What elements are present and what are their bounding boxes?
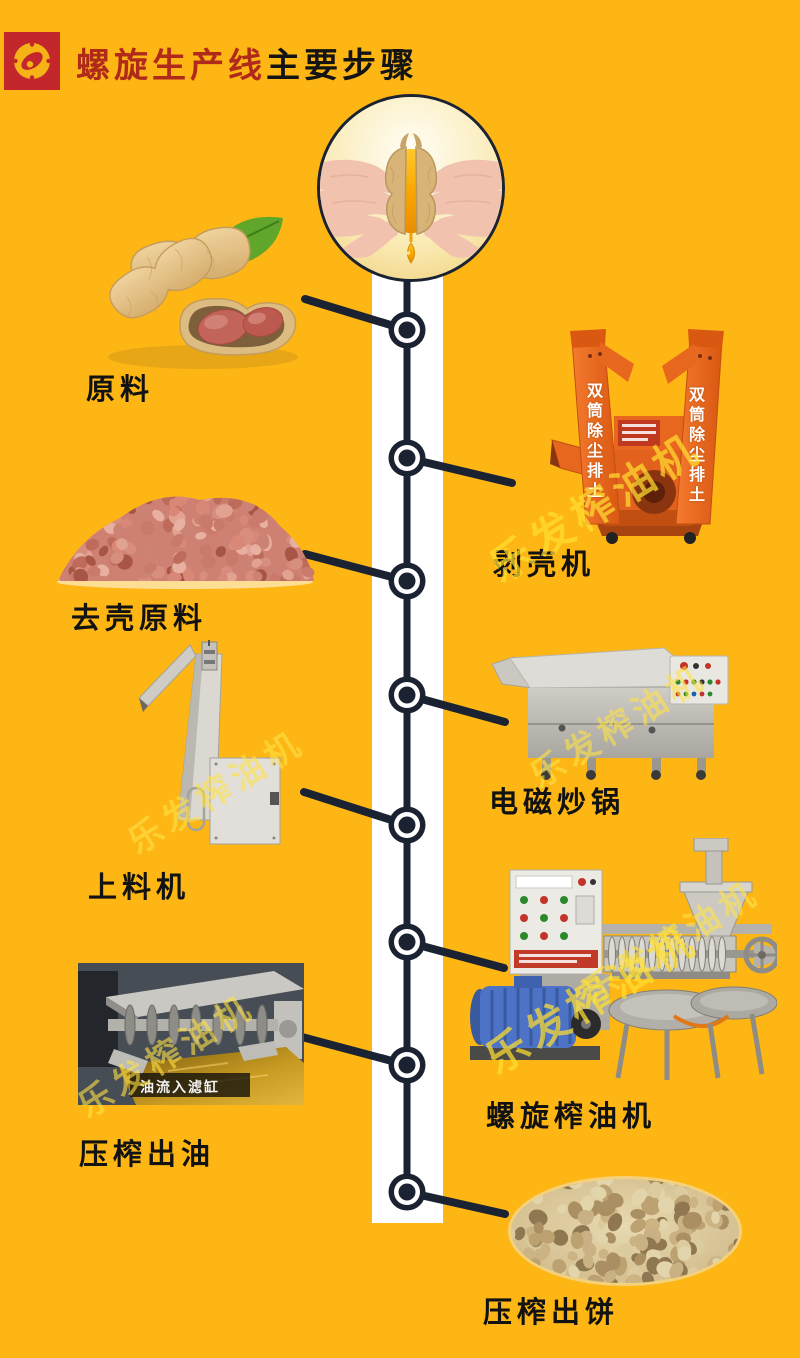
hands-splitting-peanut-icon bbox=[320, 97, 502, 279]
peanut-kernels-pile-icon bbox=[57, 496, 315, 589]
page-title-black: 主要步骤 bbox=[266, 47, 418, 85]
timeline-node-1 bbox=[388, 311, 426, 349]
step-label-shelled-material: 去壳原料 bbox=[71, 603, 208, 635]
step-image-oil-press bbox=[462, 838, 777, 1086]
timeline-node-4 bbox=[388, 676, 426, 714]
oil-photo-caption: 油流入滤缸 bbox=[140, 1079, 220, 1095]
oil-pressing-photo-icon bbox=[78, 963, 304, 1105]
timeline-node-7 bbox=[388, 1046, 426, 1084]
oil-press-machine-icon bbox=[470, 838, 777, 1080]
step-image-sheller bbox=[542, 328, 752, 546]
step-label-raw-material: 原料 bbox=[86, 374, 155, 406]
step-image-raw-material bbox=[85, 205, 310, 375]
page-title: 螺旋生产线主要步骤 bbox=[76, 38, 418, 87]
step-label-roaster: 电磁炒锅 bbox=[489, 787, 626, 819]
raw-peanuts-icon bbox=[101, 216, 298, 369]
step-label-feeder: 上料机 bbox=[88, 872, 191, 904]
timeline-node-6 bbox=[388, 923, 426, 961]
timeline-nodes bbox=[388, 311, 426, 1211]
sheller-tower-text-left: 双筒除尘排土 bbox=[584, 382, 601, 502]
roaster-machine-icon bbox=[492, 647, 729, 780]
sheller-machine-icon bbox=[550, 329, 724, 544]
oil-cake-icon bbox=[508, 1176, 742, 1286]
cake-texture bbox=[511, 1179, 739, 1283]
timeline-node-5 bbox=[388, 806, 426, 844]
step-label-cake-out: 压榨出饼 bbox=[483, 1297, 620, 1329]
step-label-oil-press: 螺旋榨油机 bbox=[486, 1101, 657, 1133]
peanut-compass-logo-icon bbox=[4, 32, 60, 90]
step-label-oil-out: 压榨出油 bbox=[79, 1139, 216, 1171]
brand-logo bbox=[4, 32, 60, 90]
feeder-machine-icon bbox=[138, 640, 281, 845]
timeline-node-8 bbox=[388, 1173, 426, 1211]
timeline-node-3 bbox=[388, 562, 426, 600]
page-title-red: 螺旋生产线 bbox=[76, 47, 266, 85]
step-image-cake-out bbox=[503, 1172, 748, 1290]
sheller-tower-text-right: 双筒除尘排土 bbox=[686, 386, 703, 506]
step-label-sheller: 剥壳机 bbox=[493, 549, 596, 581]
step-image-oil-out bbox=[78, 963, 304, 1105]
step-image-feeder bbox=[118, 640, 293, 860]
timeline-node-2 bbox=[388, 439, 426, 477]
hero-peanut-oil-image bbox=[317, 94, 505, 282]
step-image-shelled-material bbox=[50, 480, 320, 590]
step-image-roaster bbox=[492, 642, 752, 782]
